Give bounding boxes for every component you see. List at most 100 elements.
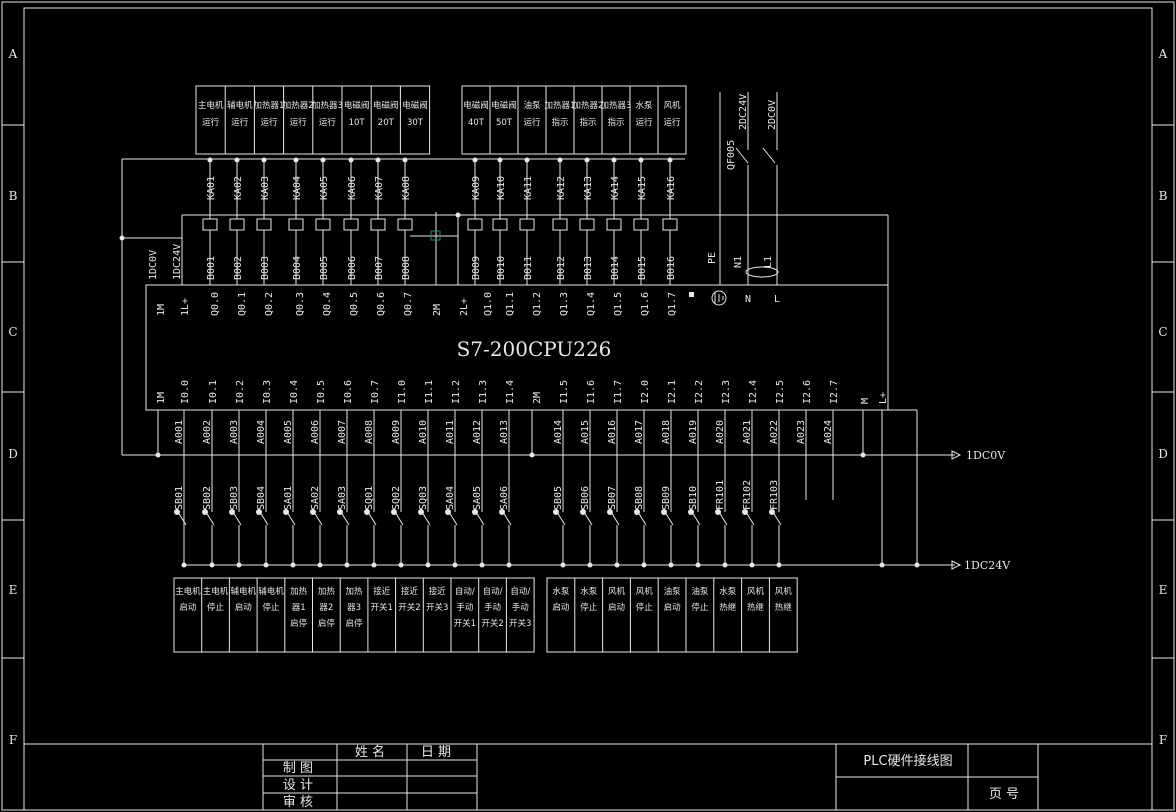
switch-blade xyxy=(691,511,701,526)
switch-blade xyxy=(718,511,728,526)
input-label-text: 启动 xyxy=(179,602,197,613)
plc-bottom-terminal: I2.2 xyxy=(694,380,705,404)
switch-label: SB06 xyxy=(580,486,591,510)
input-label-text: 启停 xyxy=(318,618,336,629)
switch-label: SB02 xyxy=(202,486,213,510)
input-label-text: 手动 xyxy=(512,602,530,613)
input-label-text: 接近 xyxy=(373,586,391,597)
bottom-wire-number: A004 xyxy=(256,420,267,444)
bus-junction xyxy=(317,562,323,568)
plc-bottom-terminal: I0.6 xyxy=(343,380,354,404)
plc-bottom-terminal: I2.3 xyxy=(721,380,732,404)
plc-top-terminal: L xyxy=(774,294,780,305)
input-label-text: 开关2 xyxy=(398,602,420,613)
output-label-text: 50T xyxy=(496,118,513,128)
output-label-text: 30T xyxy=(407,118,424,128)
plc-top-terminal: Q1.6 xyxy=(640,292,651,316)
wiring-lines xyxy=(121,92,955,566)
pe-label: PE xyxy=(707,252,718,264)
top-wire-number: B015 xyxy=(637,256,648,280)
bottom-wire-number: A018 xyxy=(661,420,672,444)
bus-junction xyxy=(155,452,161,458)
output-label-text: 指示 xyxy=(579,117,596,128)
bottom-wire-number: A008 xyxy=(364,420,375,444)
output-label-text: 辅电机 xyxy=(227,100,253,111)
output-label-text: 电磁阀 xyxy=(402,100,428,111)
plc-bottom-terminal: I0.4 xyxy=(289,380,300,404)
bus-junction xyxy=(371,562,377,568)
bus-junction xyxy=(614,562,620,568)
switch-label: SQ01 xyxy=(364,486,375,510)
plc-top-terminal: Q0.6 xyxy=(376,292,387,316)
border-row-label-right: F xyxy=(1159,733,1167,747)
n1-label: N1 xyxy=(733,256,744,268)
bus-junction xyxy=(668,562,674,568)
output-label-boxes: 主电机运行辅电机运行加热器1运行加热器2运行加热器3运行电磁阀10T电磁阀20T… xyxy=(195,85,687,155)
top-wire-number: B003 xyxy=(260,256,271,280)
plc-model-label: S7-200CPU226 xyxy=(457,337,612,361)
plc-bottom-terminal: I1.7 xyxy=(613,380,624,404)
plc-top-terminal: Q0.4 xyxy=(322,292,333,316)
bottom-wire-number: A015 xyxy=(580,420,591,444)
drawing-title: PLC硬件接线图 xyxy=(863,753,952,769)
output-label-text: 运行 xyxy=(523,117,541,128)
plc-bottom-terminal: I0.0 xyxy=(180,380,191,404)
relay-label: KA04 xyxy=(292,176,303,200)
plc-bottom-terminal: I0.2 xyxy=(235,380,246,404)
bus-label-1dc24v: 1DC24V xyxy=(964,559,1011,572)
plc-bottom-terminal: I0.7 xyxy=(370,380,381,404)
bottom-wire-number: A003 xyxy=(229,420,240,444)
input-label-text: 停止 xyxy=(207,602,225,613)
bottom-wire-number: A019 xyxy=(688,420,699,444)
input-label-text: 开关3 xyxy=(509,618,531,629)
bus-junction xyxy=(425,562,431,568)
plc-bottom-terminal: I2.4 xyxy=(748,380,759,404)
page-number-label: 页 号 xyxy=(989,787,1019,802)
plc-top-terminal: 2L+ xyxy=(459,298,470,316)
input-label-text: 器1 xyxy=(292,603,306,613)
input-label-text: 辅电机 xyxy=(258,586,284,597)
bus-junction xyxy=(641,562,647,568)
l1-label: L1 xyxy=(763,256,774,268)
switch-label: SA01 xyxy=(283,486,294,510)
output-label-text: 风机 xyxy=(663,100,681,111)
input-label-text: 手动 xyxy=(484,602,502,613)
relay-label: KA16 xyxy=(666,176,677,200)
plc-top-terminal: Q1.2 xyxy=(532,292,543,316)
output-label-text: 运行 xyxy=(260,117,278,128)
top-wire-number: B010 xyxy=(496,256,507,280)
input-label-text: 油泵 xyxy=(664,586,682,597)
switch-label: SB09 xyxy=(661,486,672,510)
top-wire-number: B016 xyxy=(666,256,677,280)
title-row-review: 审 核 xyxy=(283,795,313,810)
input-label-text: 停止 xyxy=(691,602,709,613)
switch-blade xyxy=(745,511,755,526)
plc-bottom-terminal: I1.3 xyxy=(478,380,489,404)
input-label-text: 水泵 xyxy=(719,586,737,597)
relay-label: KA09 xyxy=(471,176,482,200)
plc-bottom-terminal: L+ xyxy=(878,392,889,404)
top-wire-number: B005 xyxy=(319,256,330,280)
relay-contact-icon xyxy=(662,218,678,231)
supply-2dc0v-label: 2DC0V xyxy=(767,100,778,130)
bus-junction xyxy=(529,452,535,458)
title-block xyxy=(24,743,1153,811)
border-row-label-left: F xyxy=(9,733,17,747)
input-label-text: 启动 xyxy=(235,602,253,613)
switch-label: SQ03 xyxy=(418,486,429,510)
input-label-text: 热继 xyxy=(775,602,793,613)
title-row-design: 设 计 xyxy=(283,778,313,793)
input-label-text: 开关1 xyxy=(371,602,393,613)
border-row-label-right: B xyxy=(1159,189,1168,203)
bottom-wire-number: A017 xyxy=(634,420,645,444)
plc-bottom-terminal: I2.0 xyxy=(640,380,651,404)
bus-junction xyxy=(560,562,566,568)
switch-label: SA06 xyxy=(499,486,510,510)
output-label-text: 电磁阀 xyxy=(373,100,399,111)
plc-bottom-terminal: I1.0 xyxy=(397,380,408,404)
switch-label: SQ02 xyxy=(391,486,402,510)
bus-junction xyxy=(263,562,269,568)
border-row-label-right: D xyxy=(1158,447,1168,461)
